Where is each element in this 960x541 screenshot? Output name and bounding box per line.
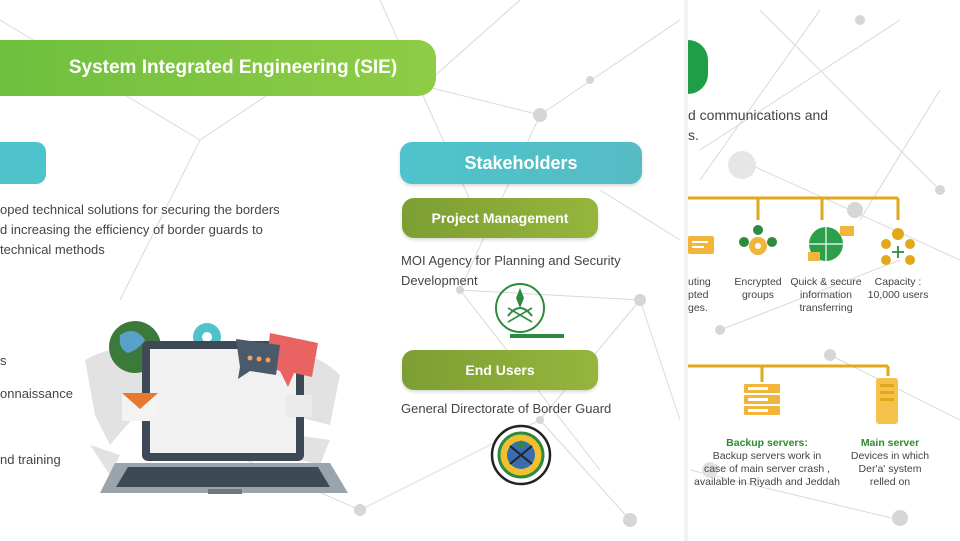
feature-3-line-2: information (800, 289, 852, 301)
feature-3-text: Quick & secure information transferring (788, 276, 864, 315)
feature-3-line-1: Quick & secure (790, 276, 862, 288)
main-line-3: relled on (869, 476, 911, 488)
project-management-banner: Project Management (402, 198, 598, 238)
border-guard-emblem (490, 424, 552, 486)
feature-4-text: Capacity : 10,000 users (864, 276, 932, 302)
description-line-1: oped technical solutions for securing th… (0, 202, 280, 217)
feature-1-line-1: uting (688, 276, 711, 288)
pm-org-line-1: MOI Agency for Planning and Security (401, 253, 621, 268)
stakeholders-banner: Stakeholders (400, 142, 642, 184)
servers-diagram (688, 364, 898, 424)
stakeholders-title: Stakeholders (464, 152, 578, 173)
title-banner: System Integrated Engineering (SIE) (0, 40, 436, 96)
end-users-banner: End Users (402, 350, 598, 390)
list-item-3: nd training (0, 452, 61, 467)
description-line-3: technical methods (0, 242, 105, 257)
feature-1-line-3: ges. (688, 302, 708, 314)
feature-2-line-2: groups (741, 289, 775, 301)
main-line-1: Devices in which (850, 450, 930, 462)
right-section-banner (688, 40, 708, 94)
backup-servers-text: Backup servers: Backup servers work in c… (694, 437, 840, 489)
laptop-illustration (85, 321, 348, 494)
project-management-label: Project Management (431, 210, 569, 226)
backup-line-1: Backup servers work in (712, 450, 822, 462)
main-server-title: Main server (860, 437, 920, 449)
feature-1-text: uting pted ges. (688, 276, 711, 315)
feature-2-text: Encrypted groups (728, 276, 788, 302)
mail-icon (122, 393, 158, 409)
moi-agency-logo (495, 283, 564, 338)
list-item-1: s (0, 353, 7, 368)
end-users-org: General Directorate of Border Guard (401, 401, 612, 416)
main-line-2: Der'a' system (858, 463, 922, 475)
description-line-2: d increasing the efficiency of border gu… (0, 222, 263, 237)
panel-divider (684, 0, 688, 541)
pm-org-line-2: Development (401, 273, 478, 288)
feature-1-line-2: pted (688, 289, 709, 301)
feature-4-line-1: Capacity : (874, 276, 922, 288)
main-server-text: Main server Devices in which Der'a' syst… (840, 437, 940, 489)
feature-3-line-3: transferring (799, 302, 853, 314)
page-title: System Integrated Engineering (SIE) (68, 57, 398, 78)
intro-line-2: s. (688, 127, 699, 143)
feature-4-line-2: 10,000 users (867, 289, 929, 301)
intro-line-1: d communications and (688, 107, 829, 123)
backup-line-3: available in Riyadh and Jeddah (694, 476, 840, 488)
backup-servers-title: Backup servers: (726, 437, 808, 449)
message-icon (688, 236, 714, 254)
features-diagram (688, 196, 915, 265)
feature-2-line-1: Encrypted (734, 276, 782, 288)
list-item-2: onnaissance (0, 386, 73, 401)
left-section-banner (0, 142, 46, 184)
backup-line-2: case of main server crash , (703, 463, 831, 475)
end-users-label: End Users (465, 362, 535, 378)
users-capacity-icon (892, 228, 904, 240)
